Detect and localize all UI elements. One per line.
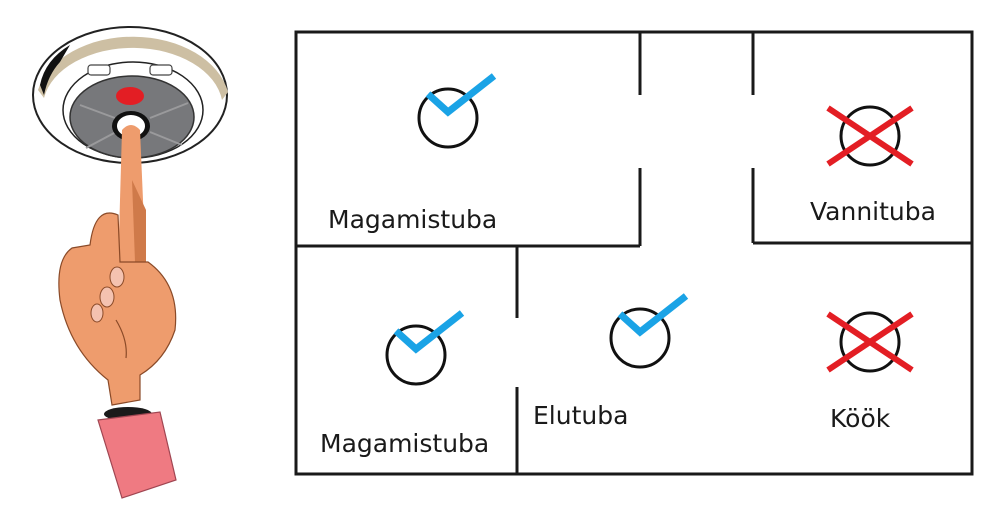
room-bedroom-top: Magamistuba bbox=[328, 73, 497, 234]
room-label: Elutuba bbox=[533, 401, 628, 430]
smoke-detector-symbol bbox=[609, 307, 671, 369]
room-label: Magamistuba bbox=[328, 205, 497, 234]
walls bbox=[294, 30, 974, 476]
room-label: Köök bbox=[830, 404, 891, 433]
checkmark-icon bbox=[393, 310, 465, 354]
cross-icon bbox=[826, 105, 914, 167]
checkmark-icon bbox=[617, 293, 689, 337]
smoke-detector-symbol bbox=[839, 105, 901, 167]
cross-icon bbox=[826, 311, 914, 373]
room-bedroom-bottom: Magamistuba bbox=[320, 310, 489, 458]
checkmark-icon bbox=[425, 73, 497, 117]
room-kitchen: Köök bbox=[826, 311, 914, 433]
room-bathroom: Vannituba bbox=[810, 105, 936, 226]
smoke-detector-symbol bbox=[385, 324, 447, 386]
smoke-detector-symbol bbox=[839, 311, 901, 373]
room-living-room: Elutuba bbox=[533, 293, 689, 430]
hand-icon bbox=[58, 125, 177, 499]
smoke-detector-icon bbox=[32, 26, 228, 164]
smoke-detector-symbol bbox=[417, 87, 479, 149]
indicator-light bbox=[116, 87, 144, 105]
room-label: Vannituba bbox=[810, 197, 936, 226]
smoke-detector-illustration bbox=[32, 26, 228, 499]
room-label: Magamistuba bbox=[320, 429, 489, 458]
